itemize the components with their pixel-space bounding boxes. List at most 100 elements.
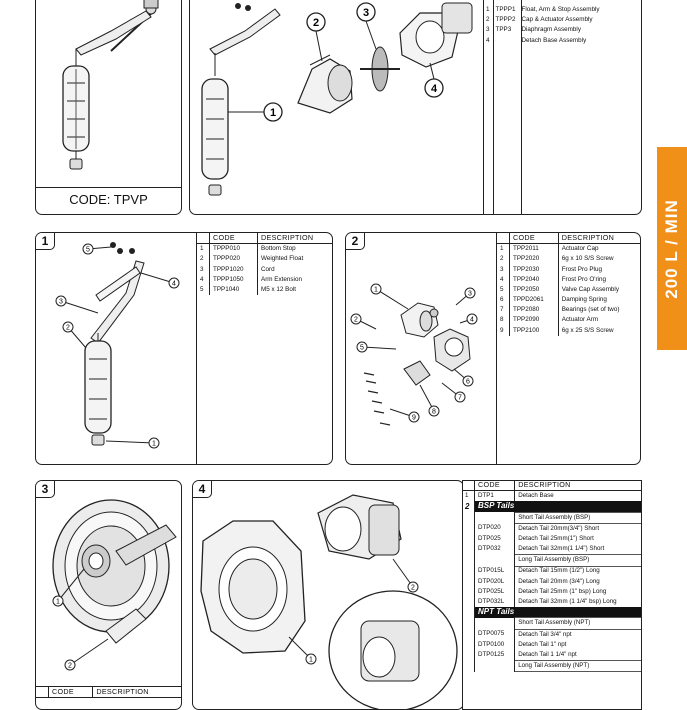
part-code: DTP1 — [474, 490, 516, 502]
p1-callout-5: 5 — [86, 247, 90, 254]
flow-rate-tab: 200 L / MIN — [657, 147, 687, 350]
row-number: 2 — [462, 501, 475, 513]
part-description: Detach Tail 1 1/4" npt — [518, 650, 577, 658]
subsection-label: Short Tail Assembly (BSP) — [514, 511, 642, 524]
part-code: TPPP020 — [209, 254, 258, 265]
table-cell — [462, 639, 475, 650]
diaphragm-drawing: 1 2 — [52, 499, 177, 671]
col-desc-header: DESCRIPTION — [257, 233, 332, 245]
part-code: TPPP1050 — [209, 274, 258, 285]
row-number: 9 — [500, 326, 504, 334]
table-cell — [462, 533, 475, 545]
svg-text:3: 3 — [363, 7, 369, 19]
p1-callout-3: 3 — [59, 299, 63, 306]
part-description: Cord — [257, 264, 332, 275]
part-code: TPPP010 — [209, 243, 258, 255]
row-number: 3 — [200, 265, 204, 273]
p2-callout-4: 4 — [470, 317, 474, 324]
part-description: Detach Tail 3/4" npt — [518, 630, 572, 638]
col-code-header: CODE — [474, 480, 516, 492]
p2-callout-2: 2 — [354, 317, 358, 324]
part-description: M5 x 12 Bolt — [257, 284, 332, 296]
part-description: Valve Cap Assembly — [557, 284, 640, 296]
overview-callout-4: 4 — [424, 62, 444, 98]
panel-number: 4 — [193, 481, 212, 498]
part-code: TPP3 — [495, 26, 512, 34]
part-description: Detach Tail 32mm (1 1/4" bsp) Long — [518, 598, 617, 606]
row-number: 4 — [500, 275, 504, 283]
panel-number: 2 — [346, 233, 365, 250]
svg-text:1: 1 — [270, 107, 276, 119]
part-code: DTP015L — [474, 566, 516, 577]
part-description: Frost Pro O'ring — [557, 274, 640, 285]
row-number: 1 — [500, 245, 504, 253]
col-desc-header: DESCRIPTION — [92, 686, 181, 699]
p2-callout-5: 5 — [360, 345, 364, 352]
part-code: TPP2050 — [509, 284, 559, 296]
table-cell — [462, 586, 475, 598]
part-description: Detach Tail 25mm(1") Short — [518, 534, 594, 542]
part-code: DTP032L — [474, 597, 516, 608]
panel-cap-actuator: 2 1 2 3 4 5 — [345, 232, 641, 465]
subsection-label: Long Tail Assembly (NPT) — [514, 660, 642, 673]
part-description: Frost Pro Plug — [557, 264, 640, 275]
float-assembly-drawing — [62, 0, 159, 170]
exploded-assembly-drawing: 1 2 3 4 — [201, 2, 473, 196]
p2-callout-9: 9 — [412, 415, 416, 422]
overview-callout-3: 3 — [356, 2, 377, 50]
part-description: Detach Tail 20mm (3/4") Long — [518, 577, 600, 585]
row-number: 5 — [200, 285, 204, 293]
part-code: DTP0075 — [474, 629, 516, 640]
part-code: DTP0125 — [474, 650, 516, 661]
part-code: TPPP1 — [495, 5, 516, 13]
table-cell — [462, 544, 475, 555]
panel-diaphragm: 3 1 2 CODE DESCRIPTION — [35, 480, 182, 710]
row-number: 1 — [486, 5, 490, 13]
part-description: Actuator Arm — [557, 315, 640, 326]
part-code: TPP2030 — [509, 264, 559, 275]
table-cell — [462, 554, 475, 566]
p4-callout-1: 1 — [309, 657, 313, 664]
p2-callout-6: 6 — [466, 379, 470, 386]
section-title: BSP Tails — [474, 501, 642, 513]
panel-float-arm-stop: 1 1 2 3 4 5 — [35, 232, 333, 465]
part-code: TPP2011 — [509, 243, 559, 255]
flow-rate-label: 200 L / MIN — [662, 198, 681, 299]
weighted-float — [62, 65, 90, 152]
part-description: Bearings (set of two) — [557, 305, 640, 316]
panel-detach-base: 4 1 2 — [192, 480, 464, 710]
cap-actuator-exploded-drawing: 1 2 3 4 5 6 7 8 9 — [350, 283, 478, 426]
part-code: TPPP1020 — [209, 264, 258, 275]
part-code: DTP025 — [474, 533, 516, 545]
part-description: Float, Arm & Stop Assembly — [521, 5, 600, 13]
table-cell — [462, 660, 475, 672]
table-cell — [462, 523, 475, 534]
table-cell — [474, 512, 516, 524]
row-number: 2 — [500, 255, 504, 263]
p1-callout-2: 2 — [66, 325, 70, 332]
part-description: Detach Base Assembly — [521, 36, 587, 44]
float-arm-exploded-drawing: 1 2 3 4 5 — [55, 242, 180, 449]
overview-table-divider-3 — [521, 0, 522, 214]
part-description: 6g x 10 S/S Screw — [557, 254, 640, 265]
part-row: 1 TPPP1 Float, Arm & Stop Assembly — [483, 5, 603, 15]
subsection-label: Short Tail Assembly (NPT) — [514, 617, 642, 630]
table-cell — [474, 660, 516, 672]
